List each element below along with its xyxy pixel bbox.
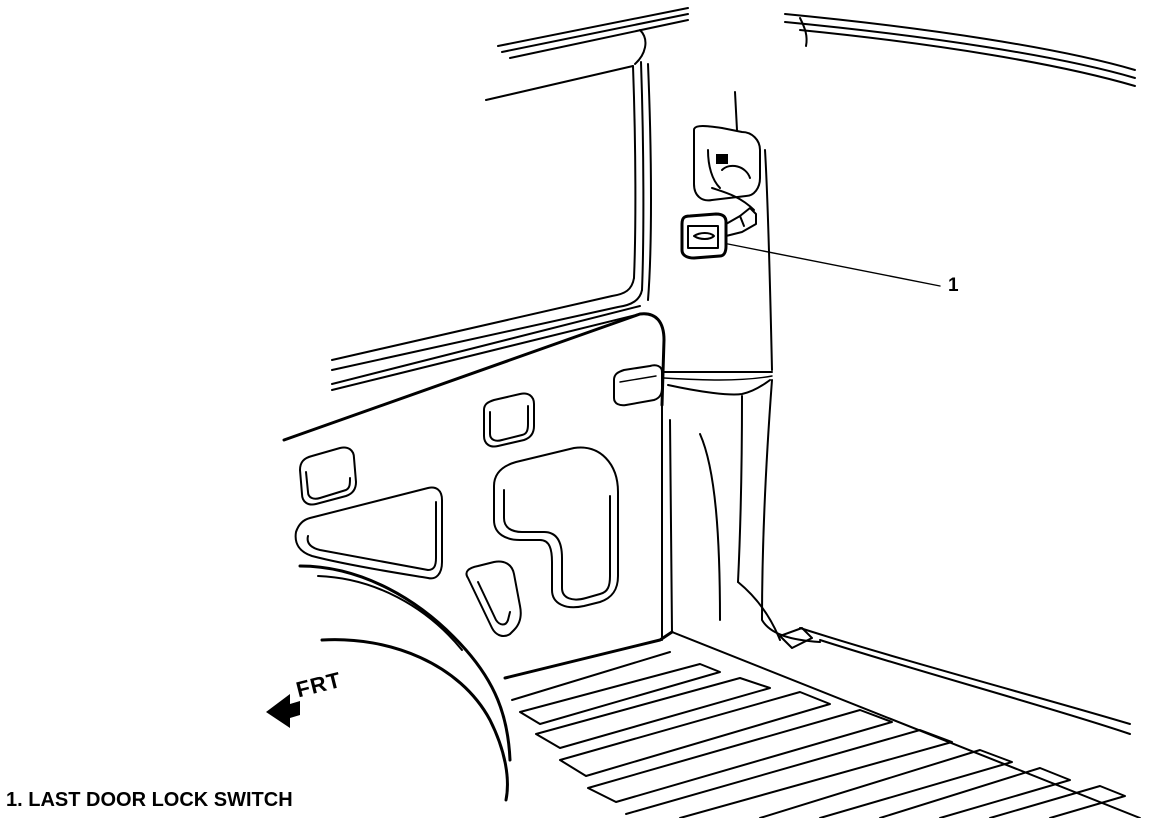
cargo-floor — [511, 627, 1141, 818]
roof-rail-right — [784, 13, 1136, 87]
panel-opening-large — [493, 446, 619, 609]
front-direction-arrow-icon — [266, 694, 300, 728]
belt-line — [331, 305, 641, 391]
side-window-frame — [331, 61, 652, 371]
callout-number-1: 1 — [948, 275, 959, 296]
panel-pocket-upper-right — [613, 364, 663, 407]
last-door-lock-switch — [680, 207, 757, 260]
rear-pillar — [663, 91, 821, 643]
callout-leader-line — [727, 243, 941, 287]
inner-side-panel — [282, 312, 674, 680]
switch-mounting-bracket — [693, 125, 761, 211]
panel-opening-small — [465, 560, 522, 637]
legend-caption: 1. LAST DOOR LOCK SWITCH — [6, 789, 293, 811]
wheel-housing — [298, 564, 512, 802]
panel-pocket-upper-center — [483, 392, 535, 448]
roof-rail-left — [497, 7, 689, 65]
panel-pocket-left — [299, 446, 357, 506]
panel-opening-long — [294, 486, 443, 580]
